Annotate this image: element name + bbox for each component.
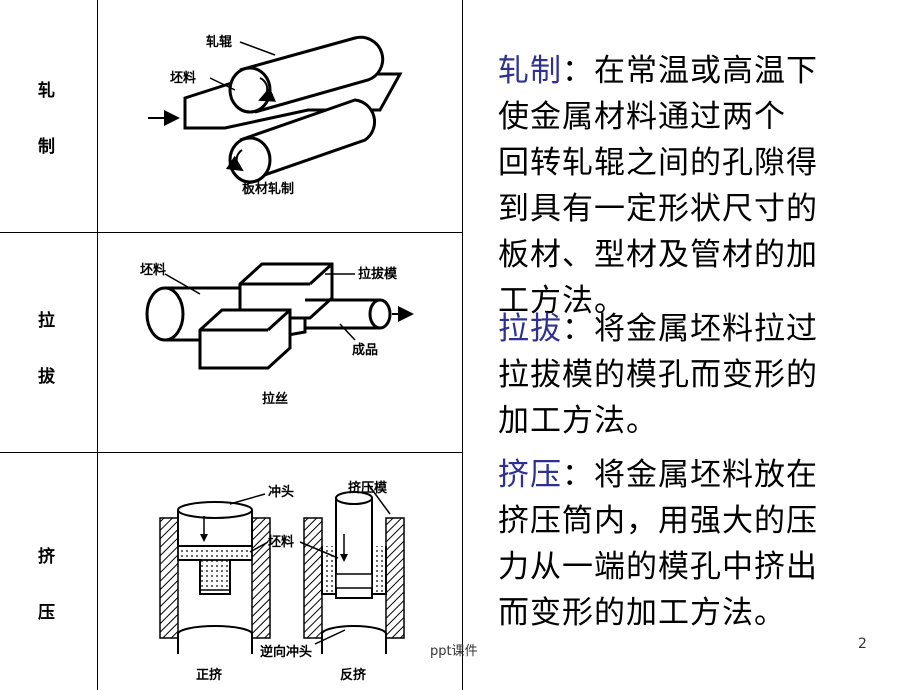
paragraph-line: 加工方法。	[498, 403, 658, 439]
row-label-drawing-1: 拉	[38, 311, 55, 331]
paragraph-rolling: 轧制：在常温或高温下 使金属材料通过两个 回转轧辊之间的孔隙得 到具有一定形状尺…	[498, 48, 878, 324]
paragraph-line: 将金属坯料拉过	[594, 311, 818, 347]
page-number: 2	[858, 636, 867, 652]
caption-backward-extrusion: 反挤	[340, 668, 367, 683]
table-divider-left	[97, 0, 98, 690]
paragraph-line: 而变形的加工方法。	[498, 595, 786, 631]
term-drawing: 拉拔	[498, 311, 562, 347]
label-reverse-punch: 逆向冲头	[260, 644, 312, 660]
label-extrusion-die: 挤压模	[348, 480, 388, 496]
caption-plate-rolling: 板材轧制	[242, 182, 295, 197]
paragraph-drawing: 拉拔：将金属坯料拉过 拉拔模的模孔而变形的 加工方法。	[498, 306, 878, 444]
footer-source: ppt课件	[430, 644, 478, 659]
term-rolling: 轧制	[498, 53, 562, 89]
row-label-extrusion-1: 挤	[38, 547, 55, 567]
paragraph-line: 到具有一定形状尺寸的	[498, 191, 818, 227]
paragraph-line: 拉拔模的模孔而变形的	[498, 357, 818, 393]
paragraph-line: 板材、型材及管材的加	[498, 237, 818, 273]
paragraph-line: 挤压筒内，用强大的压	[498, 503, 818, 539]
paragraph-line: 回转轧辊之间的孔隙得	[498, 145, 818, 181]
label-drawing-die: 拉拔模	[358, 266, 398, 282]
label-product: 成品	[352, 342, 378, 358]
label-punch: 冲头	[268, 484, 294, 500]
row-divider-1	[0, 232, 463, 233]
rolling-diagram: 轧辊 坯料	[148, 34, 403, 184]
paragraph-line: 使金属材料通过两个	[498, 99, 786, 135]
paragraph-line: 将金属坯料放在	[594, 457, 818, 493]
label-blank: 坯料	[268, 534, 294, 550]
row-label-rolling-1: 轧	[38, 81, 55, 101]
row-label-rolling-2: 制	[38, 137, 55, 157]
paragraph-line: 力从一端的模孔中挤出	[498, 549, 818, 585]
drawing-diagram: 坯料 拉拔模 成品	[140, 262, 414, 370]
paragraph-line: 在常温或高温下	[594, 53, 818, 89]
row-divider-2	[0, 452, 463, 453]
caption-forward-extrusion: 正挤	[196, 668, 223, 683]
term-separator: ：	[562, 311, 594, 347]
term-separator: ：	[562, 457, 594, 493]
paragraph-extrusion: 挤压：将金属坯料放在 挤压筒内，用强大的压 力从一端的模孔中挤出 而变形的加工方…	[498, 452, 878, 636]
table-divider-right	[462, 0, 463, 690]
label-blank: 坯料	[140, 262, 166, 278]
paragraph-line: 工方法。	[498, 283, 626, 319]
row-label-extrusion-2: 压	[38, 603, 55, 623]
row-label-drawing-2: 拔	[38, 367, 55, 387]
extrusion-diagram: 冲头 挤压模 坯料 逆向冲头	[159, 480, 405, 660]
term-extrusion: 挤压	[498, 457, 562, 493]
term-separator: ：	[562, 53, 594, 89]
label-roller: 轧辊	[206, 34, 232, 50]
label-blank: 坯料	[170, 70, 196, 86]
caption-wire-drawing: 拉丝	[262, 392, 289, 407]
